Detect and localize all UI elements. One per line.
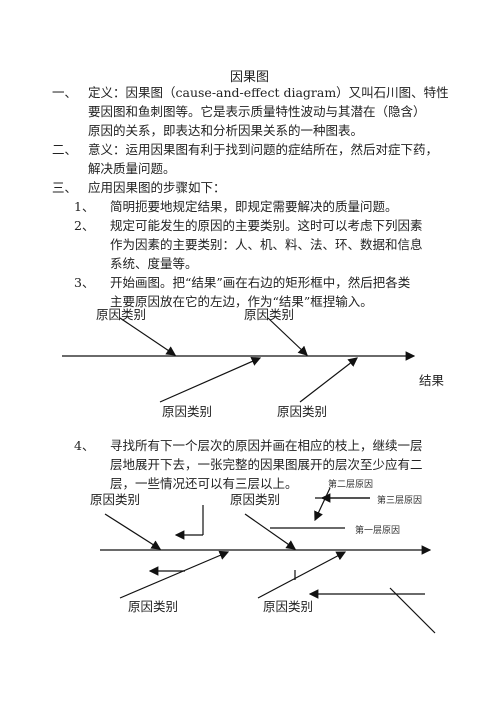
step-2-line-1: 规定可能发生的原因的主要类别。这时可以考虑下列因素: [110, 218, 423, 233]
diagram-2-branch-bottom-right: [257, 551, 347, 599]
step-1-line-1: 简明扼要地规定结果，即规定需要解决的质量问题。: [110, 199, 398, 214]
diagram-2-layer3-diag: [389, 587, 436, 634]
diagram-2-branch-top-left: [104, 513, 162, 550]
step-2-number: 2、: [74, 218, 95, 233]
diagram-2-cause-label-bottom-left: 原因类别: [128, 599, 179, 614]
diagram-1-result-label: 结果: [419, 373, 445, 388]
diagram-1-cause-label-top-left: 原因类别: [96, 307, 147, 322]
section-3-text: 应用因果图的步骤如下：: [88, 180, 226, 195]
section-1-line-1: 定义：因果图（cause-and-effect diagram）又叫石川图、特性: [88, 85, 449, 100]
diagram-2-cause-label-top-left: 原因类别: [90, 492, 141, 507]
step-3-line-1: 开始画图。把“结果”画在右边的矩形框中，然后把各类: [110, 275, 411, 290]
section-1-line-2: 要因图和鱼刺图等。它是表示质量特性波动与其潜在（隐含）: [88, 104, 426, 119]
step-2-line-2: 作为因素的主要类别：人、机、料、法、环、数据和信息: [110, 237, 423, 252]
diagram-2-cause-label-top-right: 原因类别: [230, 492, 281, 507]
step-1-number: 1、: [74, 199, 95, 214]
diagram-1-branch-bottom-right: [299, 357, 358, 403]
diagram-1-branch-top-right: [267, 317, 308, 356]
section-2-line-2: 解决质量问题。: [88, 161, 176, 176]
diagram-1-cause-label-top-right: 原因类别: [244, 307, 295, 322]
diagram-1-cause-label-bottom-left: 原因类别: [162, 404, 213, 419]
step-4-number: 4、: [74, 438, 95, 453]
step-3-number: 3、: [74, 275, 95, 290]
section-2-number: 二、: [52, 142, 78, 157]
diagram-2-layer1-label: 第一层原因: [355, 526, 401, 536]
diagram-1-arrows: [62, 317, 416, 403]
section-1-number: 一、: [52, 85, 78, 100]
diagram-1-cause-label-bottom-right: 原因类别: [277, 404, 328, 419]
page-title: 因果图: [230, 70, 270, 85]
step-4-line-3: 层，一些情况还可以有三层以上。: [110, 476, 298, 491]
diagram-1-branch-bottom-left: [159, 356, 262, 403]
diagram-2-layer3-label: 第三层原因: [377, 496, 423, 506]
section-2-line-1: 意义：运用因果图有利于找到问题的症结所在，然后对症下药，: [88, 142, 439, 157]
diagram-2-layer2-arrow: [314, 487, 331, 522]
diagram-2-arrows: [100, 487, 436, 634]
diagram-2-cause-label-bottom-right: 原因类别: [263, 599, 314, 614]
step-4-line-1: 寻找所有下一个层次的原因并画在相应的枝上，继续一层: [110, 438, 423, 453]
section-3-number: 三、: [52, 180, 78, 195]
diagram-2-branch-top-right: [244, 513, 296, 550]
step-4-line-2: 层地展开下去，一张完整的因果图展开的层次至少应有二: [110, 457, 423, 472]
section-1-line-3: 原因的关系，即表达和分析因果关系的一种图表。: [88, 123, 364, 138]
diagram-2-layer2-label: 第二层原因: [328, 480, 374, 490]
diagram-1-branch-top-left: [119, 317, 176, 356]
step-3-line-2: 主要原因放在它的左边，作为“结果”框捏输入。: [110, 294, 373, 309]
step-2-line-3: 系统、度量等。: [110, 256, 198, 271]
diagram-2-branch-bottom-left: [119, 550, 230, 599]
